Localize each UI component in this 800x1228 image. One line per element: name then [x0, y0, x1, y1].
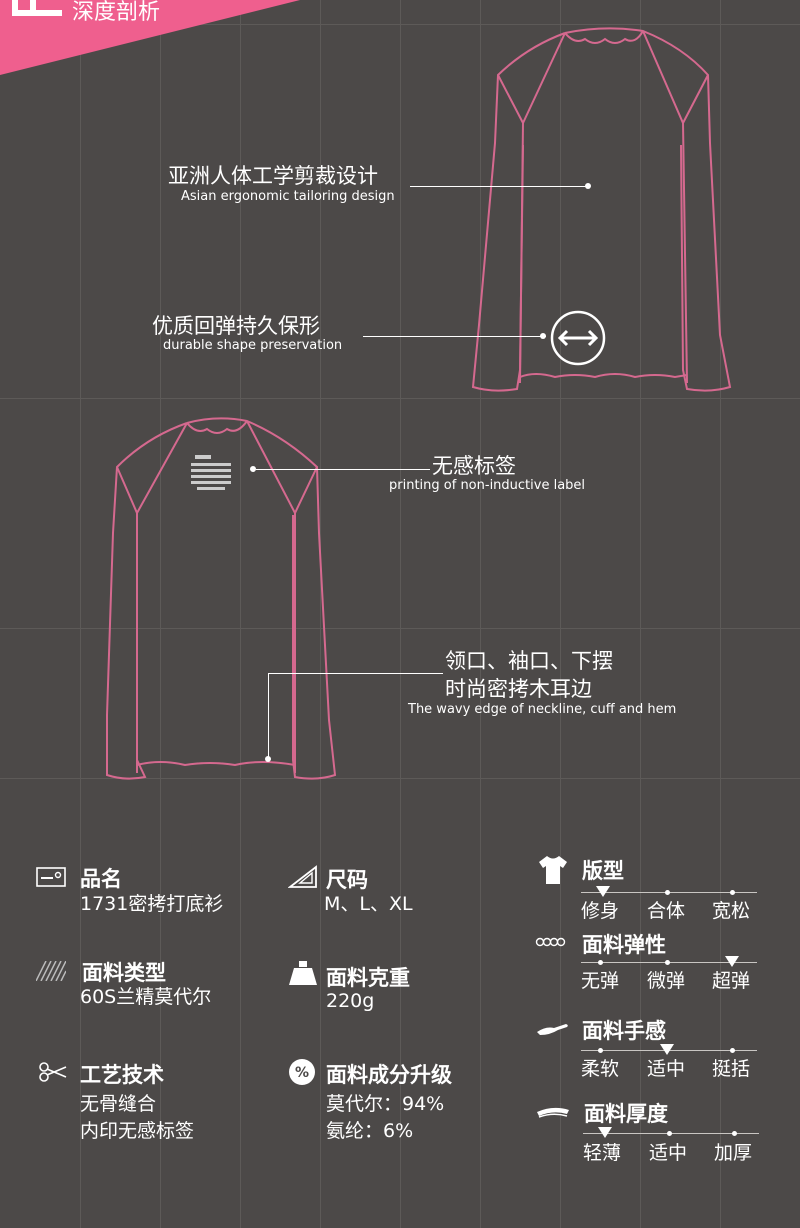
svg-text:%: %	[295, 1065, 309, 1081]
annotation-edge-cn-1: 领口、袖口、下摆	[445, 649, 613, 673]
scale-hand-feel-marker	[660, 1044, 674, 1055]
scale-thickness-title: 面料厚度	[584, 1102, 668, 1126]
scale-hand-feel-label-1: 柔软	[581, 1058, 620, 1080]
hatch-swatch-icon	[36, 961, 66, 981]
annotation-edge-dot	[265, 756, 271, 762]
annotation-edge-en: The wavy edge of neckline, cuff and hem	[408, 702, 677, 717]
hand-icon	[537, 1024, 568, 1035]
scale-elasticity-label-1: 无弹	[581, 970, 620, 992]
annotation-label-leader	[256, 469, 430, 470]
ruler-triangle-icon	[288, 865, 317, 888]
annotation-shape-dot	[540, 333, 546, 339]
spec-fabric-type-value: 60S兰精莫代尔	[80, 986, 212, 1008]
scale-hand-feel-label-3: 挺括	[712, 1058, 751, 1080]
scissors-icon	[39, 1062, 67, 1082]
scale-thickness-label-3: 加厚	[714, 1142, 753, 1164]
annotation-ergonomic-cn: 亚洲人体工学剪裁设计	[168, 164, 378, 188]
weight-icon	[289, 961, 317, 985]
scale-elasticity-marker	[725, 956, 739, 967]
spec-name-title: 品名	[80, 867, 122, 891]
spec-craft-line-2: 内印无感标签	[80, 1120, 195, 1142]
garment-back-illustration	[106, 417, 337, 780]
spec-fabric-type-title: 面料类型	[82, 961, 166, 985]
spec-composition-line-1: 莫代尔：94%	[326, 1093, 445, 1115]
garment-front-illustration	[471, 27, 732, 392]
spec-size-title: 尺码	[326, 868, 368, 892]
annotation-label-en: printing of non-inductive label	[389, 478, 586, 493]
spring-icon	[535, 937, 566, 947]
scale-thickness-label-1: 轻薄	[583, 1142, 622, 1164]
annotation-ergonomic-leader	[410, 186, 588, 187]
percent-icon: %	[289, 1059, 315, 1085]
annotation-shape-cn: 优质回弹持久保形	[152, 314, 320, 338]
annotation-edge-leader-h	[268, 673, 443, 674]
scale-fit-marker	[596, 886, 610, 897]
annotation-edge-cn-2: 时尚密拷木耳边	[445, 677, 592, 701]
scale-fit-title: 版型	[582, 859, 624, 883]
banner-title: 深度剖析	[72, 0, 161, 25]
spec-composition-line-2: 氨纶：6%	[326, 1120, 414, 1142]
scale-elasticity-title: 面料弹性	[582, 933, 666, 957]
annotation-ergonomic-en: Asian ergonomic tailoring design	[181, 189, 395, 204]
spec-composition-title: 面料成分升级	[326, 1063, 452, 1087]
annotation-ergonomic-dot	[585, 183, 591, 189]
annotation-shape-en: durable shape preservation	[163, 338, 343, 353]
spec-craft-title: 工艺技术	[80, 1063, 164, 1087]
scale-thickness-marker	[598, 1127, 612, 1138]
spec-name-value: 1731密拷打底衫	[80, 893, 224, 915]
scale-hand-feel-title: 面料手感	[582, 1019, 666, 1043]
scale-fit-label-3: 宽松	[712, 900, 751, 922]
banner-logo-icon	[12, 0, 62, 16]
scale-thickness-label-2: 适中	[649, 1142, 688, 1164]
stretch-arrows-icon	[550, 310, 606, 366]
spec-craft-line-1: 无骨缝合	[80, 1093, 157, 1115]
annotation-label-dot	[250, 466, 256, 472]
spec-weight-title: 面料克重	[326, 966, 410, 990]
scale-fit-label-1: 修身	[581, 900, 620, 922]
scale-hand-feel-label-2: 适中	[647, 1058, 686, 1080]
header-banner	[0, 0, 300, 75]
annotation-shape-leader	[363, 336, 546, 337]
scale-fit-label-2: 合体	[647, 900, 686, 922]
tshirt-icon	[539, 856, 567, 884]
spec-size-value: M、L、XL	[324, 893, 413, 915]
scale-elasticity-label-2: 微弹	[647, 970, 686, 992]
spec-weight-value: 220g	[326, 990, 375, 1012]
layers-icon	[537, 1107, 569, 1118]
annotation-edge-leader-v	[268, 673, 269, 759]
annotation-label-cn: 无感标签	[432, 454, 516, 478]
id-card-icon	[36, 867, 66, 887]
scale-elasticity-label-3: 超弹	[712, 970, 751, 992]
